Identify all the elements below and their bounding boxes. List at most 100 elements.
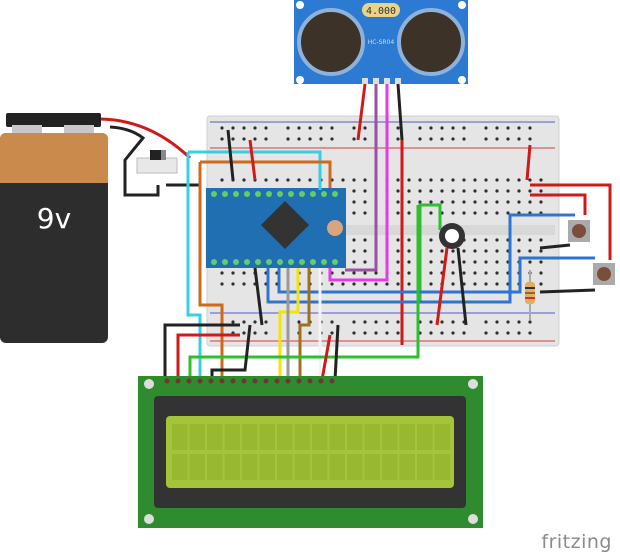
hole bbox=[451, 260, 455, 264]
hole bbox=[429, 249, 433, 253]
hole bbox=[275, 178, 279, 182]
hole bbox=[506, 189, 510, 193]
hole bbox=[264, 126, 268, 130]
hole bbox=[363, 211, 367, 215]
hole bbox=[495, 260, 499, 264]
hole bbox=[231, 126, 235, 130]
hole bbox=[429, 137, 433, 141]
hole bbox=[451, 331, 455, 335]
hole bbox=[484, 200, 488, 204]
hole bbox=[462, 126, 466, 130]
lcd-cell bbox=[382, 424, 398, 450]
hole bbox=[363, 137, 367, 141]
pin bbox=[310, 191, 316, 197]
hole bbox=[396, 126, 400, 130]
hole bbox=[440, 189, 444, 193]
lcd-cell bbox=[364, 454, 380, 480]
hole bbox=[495, 238, 499, 242]
hole bbox=[363, 189, 367, 193]
hole bbox=[308, 137, 312, 141]
hole bbox=[374, 271, 378, 275]
hole bbox=[330, 137, 334, 141]
hole bbox=[330, 320, 334, 324]
hole bbox=[517, 126, 521, 130]
hole bbox=[352, 260, 356, 264]
hole bbox=[495, 137, 499, 141]
lcd-cell bbox=[189, 454, 205, 480]
lcd-cell bbox=[434, 454, 450, 480]
hole bbox=[242, 137, 246, 141]
lcd-pin bbox=[252, 378, 258, 384]
hole bbox=[429, 260, 433, 264]
hole bbox=[484, 331, 488, 335]
battery: 9v bbox=[0, 113, 108, 343]
hole bbox=[363, 320, 367, 324]
hole bbox=[407, 249, 411, 253]
pin bbox=[266, 191, 272, 197]
lcd-cell bbox=[329, 424, 345, 450]
hole bbox=[429, 238, 433, 242]
hole bbox=[330, 331, 334, 335]
pin bbox=[299, 259, 305, 265]
hole bbox=[517, 331, 521, 335]
hole bbox=[242, 271, 246, 275]
hole bbox=[385, 331, 389, 335]
hole bbox=[352, 178, 356, 182]
hole bbox=[462, 331, 466, 335]
pin bbox=[299, 191, 305, 197]
lcd-pin bbox=[197, 378, 203, 384]
hole bbox=[418, 126, 422, 130]
pin bbox=[244, 191, 250, 197]
hole bbox=[396, 137, 400, 141]
hole bbox=[473, 249, 477, 253]
hole bbox=[352, 249, 356, 253]
hole bbox=[429, 271, 433, 275]
lcd-cell bbox=[207, 454, 223, 480]
hole bbox=[451, 249, 455, 253]
hole bbox=[407, 282, 411, 286]
battery-label: 9v bbox=[37, 202, 71, 235]
sensor-display: 4.000 bbox=[366, 6, 396, 17]
hole bbox=[418, 189, 422, 193]
push-button-1 bbox=[568, 220, 590, 242]
hole bbox=[330, 282, 334, 286]
hole bbox=[473, 238, 477, 242]
pin bbox=[277, 259, 283, 265]
hole bbox=[407, 238, 411, 242]
hole bbox=[242, 331, 246, 335]
lcd-cell bbox=[417, 424, 433, 450]
pin bbox=[255, 191, 261, 197]
pin bbox=[222, 191, 228, 197]
hole bbox=[352, 211, 356, 215]
arduino-pro-mini bbox=[206, 188, 346, 268]
hole bbox=[539, 271, 543, 275]
lcd-pin bbox=[285, 378, 291, 384]
lcd-pin bbox=[307, 378, 313, 384]
hole bbox=[396, 271, 400, 275]
hole bbox=[484, 260, 488, 264]
hole bbox=[495, 320, 499, 324]
hole bbox=[440, 200, 444, 204]
hole bbox=[473, 178, 477, 182]
hole bbox=[506, 200, 510, 204]
lcd-pin bbox=[186, 378, 192, 384]
hole bbox=[451, 200, 455, 204]
hole bbox=[462, 178, 466, 182]
hole bbox=[495, 200, 499, 204]
hole bbox=[440, 126, 444, 130]
hole bbox=[396, 260, 400, 264]
lcd-pin bbox=[274, 378, 280, 384]
hole bbox=[363, 238, 367, 242]
lcd-cell bbox=[242, 454, 258, 480]
hole bbox=[264, 320, 268, 324]
hole bbox=[473, 200, 477, 204]
hole bbox=[341, 271, 345, 275]
pin bbox=[211, 259, 217, 265]
hole bbox=[429, 211, 433, 215]
hole bbox=[330, 126, 334, 130]
hole bbox=[264, 178, 268, 182]
hole bbox=[517, 249, 521, 253]
hole bbox=[418, 178, 422, 182]
pin bbox=[288, 259, 294, 265]
